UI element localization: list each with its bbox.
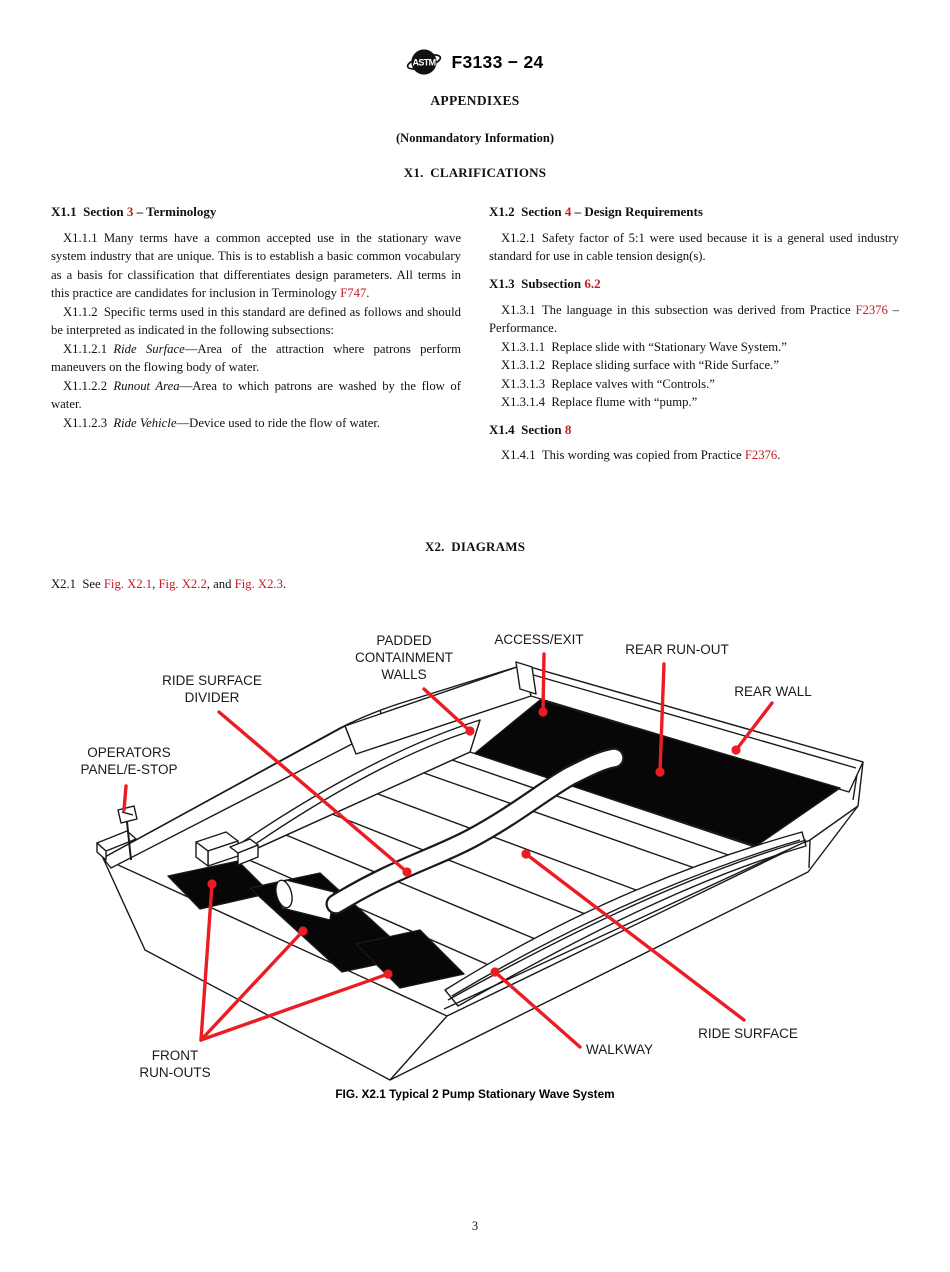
astm-logo: ASTM	[407, 49, 442, 75]
text-segment: X1.1.2.2	[63, 378, 114, 393]
left-containment-bank	[227, 719, 481, 857]
ref-link[interactable]: F2376	[855, 302, 888, 317]
text-segment: , and	[206, 577, 235, 591]
ref-link[interactable]: 3	[126, 204, 134, 219]
para-x1-3-1-4: X1.3.1.4 Replace flume with “pump.”	[489, 393, 899, 411]
label-rear-wall: REAR WALL	[734, 684, 812, 699]
figure-x2-1-diagram	[96, 652, 864, 1081]
x2-intro-paragraph: X2.1 See Fig. X2.1, Fig. X2.2, and Fig. …	[51, 577, 899, 592]
label-rear-runout: REAR RUN-OUT	[625, 642, 729, 657]
text-segment: X1.3.1.3 Replace valves with “Controls.”	[501, 376, 715, 391]
astm-logo-text: ASTM	[413, 58, 436, 68]
ref-link[interactable]: 4	[564, 204, 572, 219]
ref-link[interactable]: F2376	[744, 448, 778, 463]
ref-link[interactable]: Fig. X2.1	[103, 577, 153, 591]
text-segment: X1.1.1 Many terms have a common accepted…	[51, 230, 461, 301]
ride-surface-seams	[285, 759, 738, 947]
ref-link[interactable]: Fig. X2.2	[158, 577, 207, 591]
page-number: 3	[471, 1219, 479, 1233]
text-segment: Ride Surface	[113, 341, 185, 356]
text-segment: Ride Vehicle	[113, 415, 177, 430]
text-segment: X1.3.1.4 Replace flume with “pump.”	[501, 395, 698, 410]
text-segment: X1.4 Section	[489, 421, 565, 437]
x1-1-heading: X1.1 Section 3 – Terminology	[51, 203, 461, 222]
x1-2-heading: X1.2 Section 4 – Design Requirements	[489, 203, 899, 222]
label-ride-surface-divider: RIDE SURFACE DIVIDER	[162, 673, 262, 706]
ref-link[interactable]: 6.2	[584, 275, 601, 291]
section-x1-title: X1. CLARIFICATIONS	[403, 165, 547, 180]
text-segment: —Area of the attraction where patrons pe…	[51, 341, 461, 375]
left-step	[96, 830, 137, 861]
para-x1-2-1: X1.2.1 Safety factor of 5:1 were used be…	[489, 229, 899, 266]
astm-logo-circle	[411, 49, 438, 75]
label-ride-surface: RIDE SURFACE	[698, 1026, 798, 1041]
text-segment: X1.3.1 The language in this subsection w…	[501, 302, 856, 317]
section-x2-title: X2. DIAGRAMS	[424, 539, 526, 554]
label-access-exit: ACCESS/EXIT	[494, 632, 584, 647]
right-containment-bank	[444, 831, 807, 1007]
label-padded-containment-walls: PADDED CONTAINMENT WALLS	[355, 633, 453, 683]
text-segment: X1.4.1 This wording was copied from Prac…	[501, 448, 745, 463]
para-x1-3-1: X1.3.1 The language in this subsection w…	[489, 301, 899, 338]
rim-blocks	[195, 831, 259, 867]
nonmandatory-note: (Nonmandatory Information)	[396, 131, 554, 145]
text-segment: X1.2.1 Safety factor of 5:1 were used be…	[489, 230, 899, 264]
para-x1-1-2: X1.1.2 Specific terms used in this stand…	[51, 303, 461, 340]
label-walkway: WALKWAY	[586, 1042, 654, 1057]
ref-link[interactable]: 8	[564, 421, 572, 437]
para-x1-1-2-1: X1.1.2.1 Ride Surface—Area of the attrac…	[51, 340, 461, 377]
ref-link[interactable]: F747	[340, 286, 367, 301]
text-segment: X2.1 See	[51, 577, 104, 591]
document-header: ASTM F3133 − 24	[0, 46, 950, 78]
text-segment: —Device used to ride the flow of water.	[176, 415, 381, 430]
text-segment: – Performance.	[489, 302, 899, 336]
text-segment: – Terminology	[133, 204, 217, 219]
text-segment: X1.3.1.1 Replace slide with “Stationary …	[501, 339, 787, 354]
para-x1-1-1: X1.1.1 Many terms have a common accepted…	[51, 229, 461, 303]
wall-corner-post	[515, 661, 537, 695]
leader-lines	[122, 652, 774, 1049]
label-operators-panel: OPERATORS PANEL/E-STOP	[80, 745, 178, 778]
text-segment: X1.1.2.3	[63, 415, 114, 430]
text-segment: X1.3 Subsection	[489, 275, 585, 291]
x1-3-heading: X1.3 Subsection 6.2	[489, 275, 899, 294]
left-rim-band	[102, 725, 353, 869]
text-segment: —Area to which patrons are washed by the…	[51, 378, 461, 412]
appendixes-title: APPENDIXES	[430, 93, 520, 108]
text-segment: X1.1.2.1	[63, 341, 114, 356]
ref-link[interactable]: Fig. X2.3	[234, 577, 283, 591]
pump-nozzle-cap	[275, 879, 293, 909]
text-segment: X1.3.1.2 Replace sliding surface with “R…	[501, 358, 779, 373]
text-segment: ,	[152, 577, 159, 591]
x1-4-heading: X1.4 Section 8	[489, 421, 899, 440]
left-rear-wall-face	[344, 664, 532, 755]
para-x1-4-1: X1.4.1 This wording was copied from Prac…	[489, 446, 899, 464]
figure-caption: FIG. X2.1 Typical 2 Pump Stationary Wave…	[335, 1087, 615, 1101]
text-segment: X1.1 Section	[51, 204, 127, 219]
label-front-runouts: FRONT RUN-OUTS	[139, 1048, 211, 1081]
leader-dots	[207, 707, 741, 979]
standard-code: F3133 − 24	[451, 51, 544, 72]
para-x1-3-1-1: X1.3.1.1 Replace slide with “Stationary …	[489, 338, 899, 356]
text-segment: .	[777, 448, 781, 463]
text-segment: .	[366, 286, 370, 301]
para-x1-3-1-3: X1.3.1.3 Replace valves with “Controls.”	[489, 375, 899, 393]
text-segment: X1.2 Section	[489, 204, 565, 219]
text-segment: X1.1.2 Specific terms used in this stand…	[51, 304, 461, 338]
text-segment: .	[282, 577, 287, 591]
para-x1-1-2-2: X1.1.2.2 Runout Area—Area to which patro…	[51, 377, 461, 414]
text-segment: – Design Requirements	[571, 204, 703, 219]
para-x1-3-1-2: X1.3.1.2 Replace sliding surface with “R…	[489, 356, 899, 374]
text-segment: Runout Area	[113, 378, 180, 393]
para-x1-1-2-3: X1.1.2.3 Ride Vehicle—Device used to rid…	[51, 414, 461, 432]
